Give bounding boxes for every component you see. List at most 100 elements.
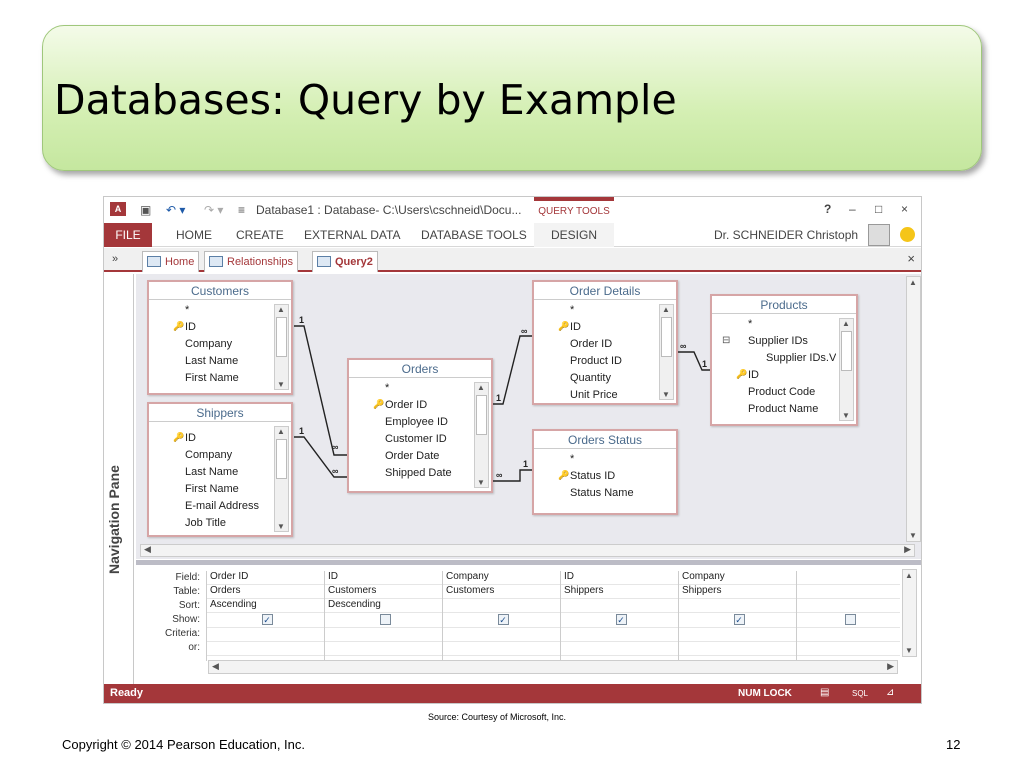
table-scrollbar[interactable]: [659, 304, 674, 400]
show-checkbox[interactable]: ✓: [497, 614, 509, 625]
design-pane-hscroll[interactable]: ◀ ▶: [140, 544, 915, 557]
pane-splitter[interactable]: [136, 560, 921, 565]
grid-hscroll[interactable]: ◀ ▶: [208, 660, 898, 674]
grid-field-cell[interactable]: ID: [325, 571, 442, 585]
scroll-down-icon[interactable]: ▼: [909, 531, 917, 540]
undo-icon[interactable]: ↶ ▾: [166, 203, 186, 217]
tab-database-tools[interactable]: DATABASE TOOLS: [421, 228, 527, 242]
help-button[interactable]: ?: [824, 202, 832, 216]
grid-table-cell[interactable]: Customers: [443, 585, 560, 599]
field[interactable]: *: [570, 304, 575, 316]
customize-qat-icon[interactable]: ≡: [238, 203, 246, 217]
field[interactable]: Status Name: [570, 487, 634, 499]
tab-create[interactable]: CREATE: [236, 228, 284, 242]
table-orders-status[interactable]: Orders Status * Status ID Status Name: [532, 429, 678, 515]
field-key[interactable]: ID: [540, 321, 656, 338]
close-button[interactable]: ×: [901, 202, 909, 216]
grid-or-cell[interactable]: [325, 642, 442, 656]
minimize-button[interactable]: –: [849, 202, 856, 216]
field[interactable]: Order Date: [385, 450, 440, 462]
field[interactable]: *: [185, 304, 190, 316]
user-account[interactable]: Dr. SCHNEIDER Christoph: [714, 228, 859, 242]
grid-criteria-cell[interactable]: [443, 628, 560, 642]
field[interactable]: Company: [185, 449, 233, 461]
grid-field-cell[interactable]: Company: [443, 571, 560, 585]
table-scrollbar[interactable]: [274, 304, 289, 390]
grid-field-cell[interactable]: Order ID: [207, 571, 324, 585]
grid-field-cell[interactable]: Company: [679, 571, 796, 585]
grid-vscroll[interactable]: ▲ ▼: [902, 569, 917, 657]
field-key[interactable]: Order ID: [355, 399, 471, 416]
scroll-left-icon[interactable]: ◀: [144, 544, 151, 554]
field[interactable]: Quantity: [570, 372, 611, 384]
show-checkbox[interactable]: [844, 614, 856, 625]
grid-or-cell[interactable]: [679, 642, 796, 656]
datasheet-view-icon[interactable]: ▤: [820, 687, 830, 698]
table-shippers[interactable]: Shippers ID Company Last Name First Name…: [147, 402, 293, 537]
grid-column[interactable]: ID Shippers ✓: [560, 571, 678, 661]
design-view-icon[interactable]: ⊿: [886, 687, 895, 698]
show-checkbox[interactable]: ✓: [261, 614, 273, 625]
maximize-button[interactable]: □: [875, 202, 883, 216]
field-key[interactable]: Status ID: [540, 470, 672, 487]
grid-criteria-cell[interactable]: [207, 628, 324, 642]
scroll-up-icon[interactable]: ▲: [905, 571, 913, 580]
tab-query2[interactable]: Query2: [312, 251, 378, 272]
grid-table-cell[interactable]: [797, 585, 900, 599]
show-checkbox[interactable]: ✓: [615, 614, 627, 625]
field[interactable]: Last Name: [185, 466, 239, 478]
field[interactable]: Employee ID: [385, 416, 448, 428]
table-products[interactable]: Products * ⊟Supplier IDs Supplier IDs.V …: [710, 294, 858, 426]
collapse-icon[interactable]: ⊟: [722, 335, 731, 346]
grid-sort-cell[interactable]: Ascending: [207, 599, 324, 613]
tab-design[interactable]: DESIGN: [534, 223, 614, 247]
show-checkbox[interactable]: [379, 614, 391, 625]
scroll-left-icon[interactable]: ◀: [212, 661, 219, 671]
field[interactable]: Supplier IDs.V: [766, 352, 836, 364]
field[interactable]: Order ID: [570, 338, 613, 350]
field[interactable]: Product Code: [748, 386, 816, 398]
grid-column[interactable]: Company Customers ✓: [442, 571, 560, 661]
grid-sort-cell[interactable]: [561, 599, 678, 613]
field[interactable]: ⊟Supplier IDs: [722, 335, 808, 347]
grid-or-cell[interactable]: [207, 642, 324, 656]
table-order-details[interactable]: Order Details * ID Order ID Product ID Q…: [532, 280, 678, 405]
grid-criteria-cell[interactable]: [561, 628, 678, 642]
field[interactable]: Customer ID: [385, 433, 447, 445]
grid-sort-cell[interactable]: Descending: [325, 599, 442, 613]
field[interactable]: Unit Price: [570, 389, 618, 401]
table-orders[interactable]: Orders * Order ID Employee ID Customer I…: [347, 358, 493, 493]
navigation-pane[interactable]: Navigation Pane: [104, 274, 134, 684]
tab-relationships[interactable]: Relationships: [204, 251, 299, 272]
avatar[interactable]: [868, 224, 890, 246]
field[interactable]: First Name: [185, 372, 239, 384]
sql-view-icon[interactable]: SQL: [852, 689, 869, 698]
table-scrollbar[interactable]: [474, 382, 489, 488]
field[interactable]: E-mail Address: [185, 500, 259, 512]
grid-column[interactable]: ID Customers Descending: [324, 571, 442, 661]
field-key[interactable]: ID: [155, 321, 271, 338]
grid-column[interactable]: [796, 571, 900, 661]
field[interactable]: Product ID: [570, 355, 622, 367]
grid-or-cell[interactable]: [797, 642, 900, 656]
field-key[interactable]: ID: [155, 432, 271, 449]
grid-table-cell[interactable]: Orders: [207, 585, 324, 599]
design-pane-vscroll[interactable]: ▲ ▼: [906, 276, 921, 542]
shutter-bar-button[interactable]: »: [112, 253, 119, 265]
grid-table-cell[interactable]: Customers: [325, 585, 442, 599]
field[interactable]: Shipped Date: [385, 467, 452, 479]
grid-criteria-cell[interactable]: [797, 628, 900, 642]
field[interactable]: Job Title: [185, 517, 226, 529]
field[interactable]: Company: [185, 338, 233, 350]
field[interactable]: First Name: [185, 483, 239, 495]
grid-field-cell[interactable]: [797, 571, 900, 585]
close-document-icon[interactable]: ×: [907, 251, 915, 266]
grid-or-cell[interactable]: [443, 642, 560, 656]
grid-sort-cell[interactable]: [797, 599, 900, 613]
tab-external-data[interactable]: EXTERNAL DATA: [304, 228, 401, 242]
save-icon[interactable]: ▣: [140, 203, 152, 217]
redo-icon[interactable]: ↷ ▾: [204, 203, 224, 217]
scroll-right-icon[interactable]: ▶: [887, 661, 894, 671]
table-scrollbar[interactable]: [274, 426, 289, 532]
tab-home[interactable]: HOME: [176, 228, 212, 242]
